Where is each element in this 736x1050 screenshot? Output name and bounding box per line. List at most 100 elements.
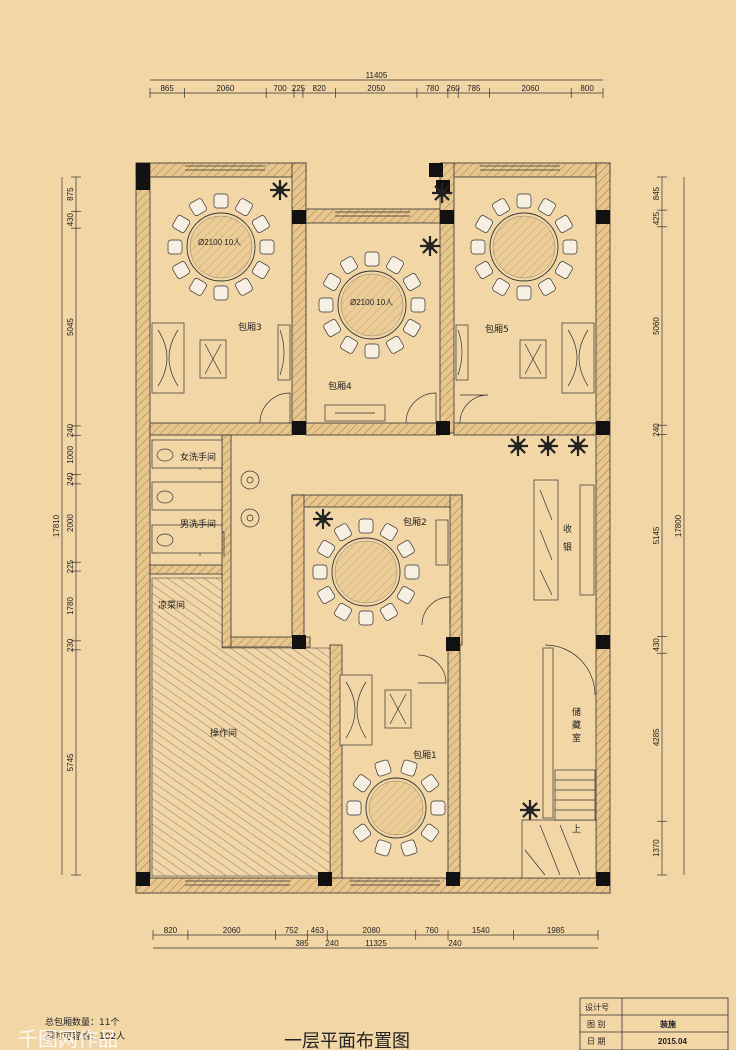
chair: [353, 774, 371, 793]
chair: [172, 261, 190, 279]
title-block-date: 2015.04: [658, 1037, 687, 1046]
chair: [318, 297, 334, 313]
plant-icon: [432, 183, 452, 203]
top-dim-segment: 780: [426, 84, 440, 93]
plant-icon: [313, 509, 333, 529]
top-dim-segment: 260: [446, 84, 460, 93]
chair: [323, 273, 341, 291]
table-note-r4: Ø2100 10人: [350, 298, 393, 307]
left-dim-segment: 2000: [66, 514, 75, 532]
chair: [492, 278, 510, 296]
column: [318, 872, 332, 886]
chair: [410, 297, 426, 313]
table-r4: [318, 251, 426, 359]
chair: [259, 239, 275, 255]
bottom-dim-sub: 240: [325, 939, 339, 948]
left-dim-segment: 225: [66, 559, 75, 573]
right-dim-segment: 1370: [652, 839, 661, 857]
chair: [235, 278, 253, 296]
top-dim-segment: 700: [273, 84, 287, 93]
column: [292, 421, 306, 435]
chair: [317, 540, 335, 558]
chair: [538, 278, 556, 296]
column: [446, 637, 460, 651]
left-dim-segment: 240: [66, 472, 75, 486]
column: [596, 421, 610, 435]
bottom-dim-segment: 1540: [472, 926, 490, 935]
right-dim-segment: 5060: [652, 317, 661, 335]
plant-icon: [508, 436, 528, 456]
chair: [562, 239, 578, 255]
walls: [135, 162, 611, 894]
right-dim-total: 17800: [674, 514, 683, 537]
title-block-type-label: 图 别: [587, 1020, 606, 1029]
chair: [555, 215, 573, 233]
right-dim-segment: 240: [652, 423, 661, 437]
chair: [475, 215, 493, 233]
top-dim-segment: 865: [160, 84, 174, 93]
chair: [213, 193, 229, 209]
column: [136, 872, 150, 886]
chair: [364, 343, 380, 359]
chair: [334, 603, 352, 621]
chair: [516, 285, 532, 301]
room-labels: 包厢3 包厢4 包厢5 包厢2 包厢1 女洗手间 男洗手间 凉菜间 操作间 收 …: [158, 238, 581, 835]
room-label-r4: 包厢4: [328, 380, 352, 392]
column: [429, 163, 443, 177]
chair: [252, 261, 270, 279]
column: [436, 421, 450, 435]
chair: [421, 823, 439, 842]
bottom-dim-segment: 752: [285, 926, 299, 935]
chair: [555, 261, 573, 279]
column: [292, 210, 306, 224]
chair: [403, 319, 421, 337]
left-dimension-chain: 8754305045240100024020002251780230574517…: [52, 176, 81, 876]
left-dim-segment: 230: [66, 638, 75, 652]
title-block-type: 装施: [659, 1019, 676, 1029]
stair-up-label: 上: [572, 824, 581, 835]
room-label-men: 男洗手间: [180, 518, 216, 530]
bottom-dim-segment: 1985: [547, 926, 565, 935]
top-dim-segment: 2060: [521, 84, 539, 93]
table-r1: [346, 759, 446, 857]
title-block-design-no: 设计号: [585, 1002, 609, 1012]
cashier-label-1: 收: [563, 523, 572, 535]
chair: [400, 759, 418, 777]
bottom-dim-segment: 2080: [363, 926, 381, 935]
chair: [421, 774, 439, 793]
left-dim-segment: 1000: [66, 445, 75, 463]
left-dim-segment: 875: [66, 187, 75, 201]
chair: [317, 586, 335, 604]
bottom-dim-segment: 760: [425, 926, 439, 935]
chair: [475, 261, 493, 279]
chair: [312, 564, 328, 580]
column: [446, 872, 460, 886]
column: [440, 210, 454, 224]
top-dim-total: 11405: [366, 71, 388, 80]
chair: [430, 800, 446, 816]
bottom-dim-total: 11325: [365, 939, 387, 948]
room-label-r2: 包厢2: [403, 516, 427, 528]
chair: [397, 586, 415, 604]
table-note-r3: Ø2100 10人: [198, 238, 241, 247]
kitchen-floor: [151, 577, 331, 877]
columns: [136, 163, 610, 886]
bottom-dim-sub: 240: [448, 939, 462, 948]
plant-icon: [270, 180, 290, 200]
top-dim-segment: 785: [467, 84, 481, 93]
table-r3: [167, 193, 275, 301]
left-dim-segment: 5045: [66, 318, 75, 336]
column: [136, 176, 150, 190]
plant-icon: [420, 236, 440, 256]
title-block-date-label: 日 期: [587, 1037, 606, 1046]
column: [292, 635, 306, 649]
drawing-title: 一层平面布置图: [284, 1031, 410, 1050]
chair: [516, 193, 532, 209]
top-dim-segment: 820: [313, 84, 327, 93]
room-label-r3: 包厢3: [238, 321, 262, 333]
chair: [492, 198, 510, 216]
chair: [340, 256, 358, 274]
storage-label-2: 藏: [572, 719, 581, 731]
right-dim-segment: 425: [652, 211, 661, 225]
